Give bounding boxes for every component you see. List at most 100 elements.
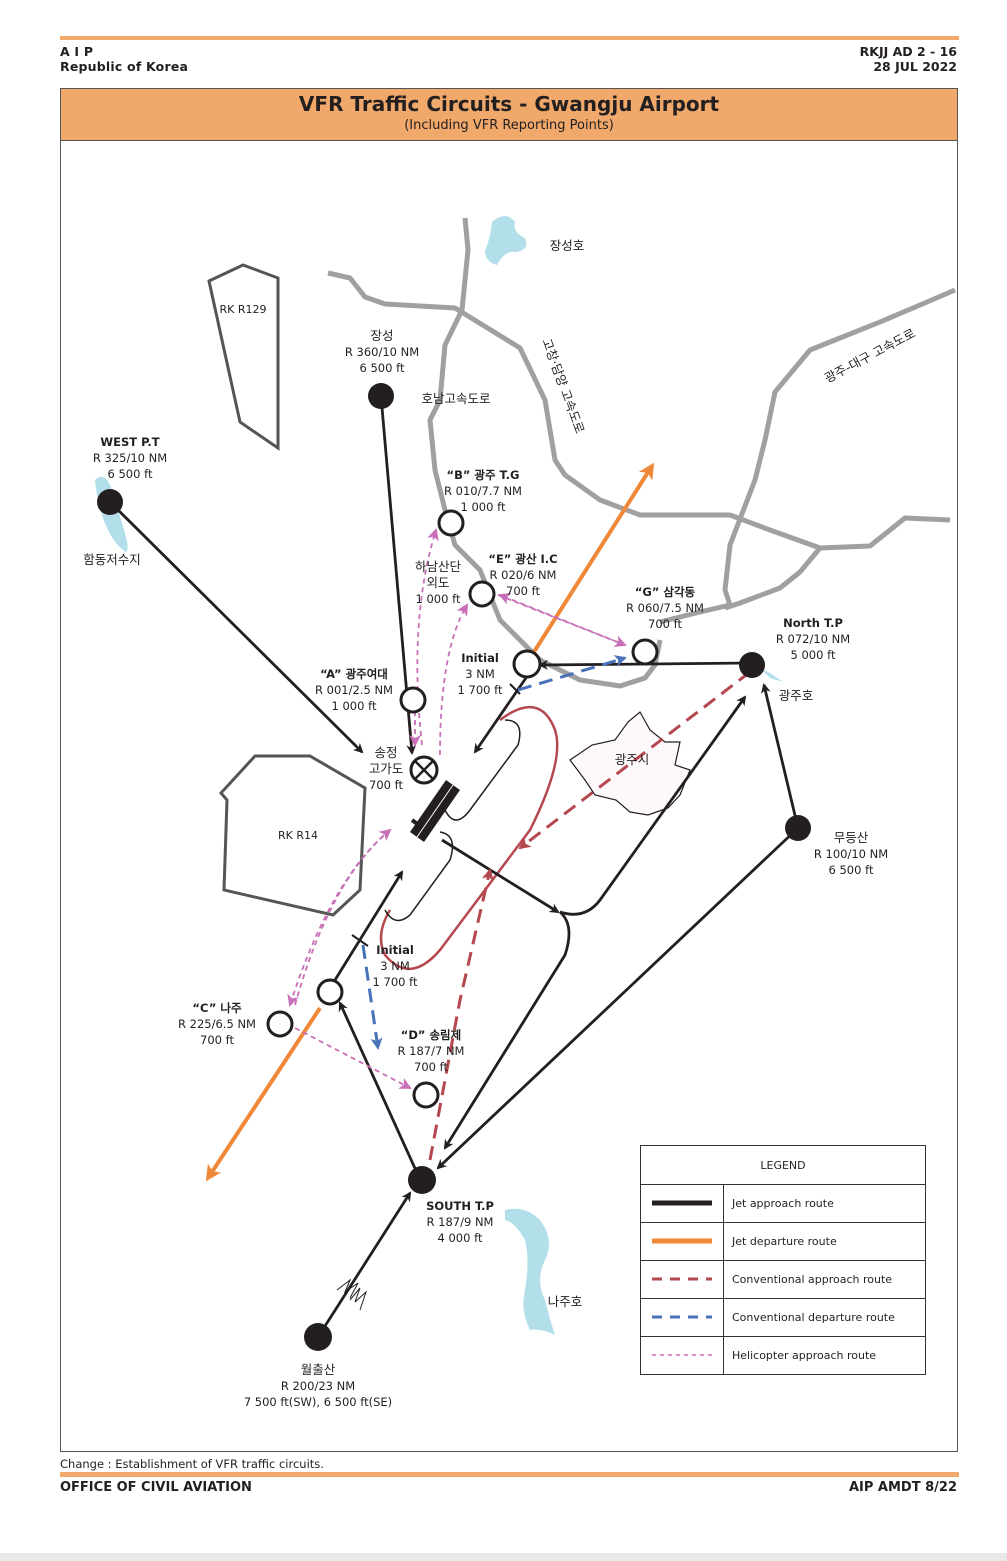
label-jangseong: 장성 R 360/10 NM 6 500 ft <box>344 328 420 375</box>
conv-approach-south <box>428 868 494 1161</box>
legend-item: Jet departure route <box>640 1222 926 1261</box>
heli-c-d <box>294 1027 412 1089</box>
point-north-tp[interactable] <box>739 652 765 678</box>
legend-label: Jet approach route <box>723 1184 926 1223</box>
label-hamdong-reservoir: 함동저수지 <box>83 552 141 567</box>
heli-b-songjeong <box>416 528 439 746</box>
header-left: A I P Republic of Korea <box>60 44 188 74</box>
jet-circuit-south <box>384 831 454 922</box>
jangseong-lake <box>485 216 527 265</box>
road-loop <box>724 546 822 611</box>
jet-departure-sw <box>205 1006 322 1182</box>
point-initial-north[interactable] <box>512 649 542 679</box>
road-west-east <box>327 270 951 551</box>
title-banner: VFR Traffic Circuits - Gwangju Airport (… <box>60 88 958 141</box>
label-point-a: “A” 광주여대 R 001/2.5 NM 1 000 ft <box>315 667 393 713</box>
legend-label: Helicopter approach route <box>723 1336 926 1375</box>
naju-lake <box>505 1208 555 1335</box>
legend-item: Conventional approach route <box>640 1260 926 1299</box>
conventional-circuit <box>379 705 559 971</box>
initial-tick-south <box>351 934 369 947</box>
restricted-area-r129 <box>207 263 280 451</box>
label-hanamsandan: 하남산단 외도 1 000 ft <box>414 559 462 606</box>
legend-swatch-conventional-approach <box>652 1277 712 1281</box>
point-c[interactable] <box>266 1010 294 1038</box>
label-point-c: “C” 나주 R 225/6.5 NM 700 ft <box>178 1001 256 1047</box>
initial-tick-north <box>509 683 521 695</box>
change-note: Change : Establishment of VFR traffic ci… <box>60 1457 324 1471</box>
label-jangseong-lake: 장성호 <box>549 238 585 253</box>
route-east-north <box>559 695 747 916</box>
point-songjeong[interactable] <box>409 755 439 785</box>
legend-swatch-jet-approach <box>652 1200 712 1206</box>
legend-swatch-conventional-departure <box>652 1315 712 1319</box>
runway <box>410 780 460 842</box>
route-initial-runway <box>473 674 530 754</box>
chart-title: VFR Traffic Circuits - Gwangju Airport <box>298 92 720 116</box>
footer-rule <box>60 1472 959 1477</box>
point-e[interactable] <box>468 580 496 608</box>
label-initial-north: Initial 3 NM 1 700 ft <box>457 651 503 697</box>
effective-date: 28 JUL 2022 <box>873 59 957 74</box>
jet-departure-ne <box>530 462 655 657</box>
label-north-tp: North T.P R 072/10 NM 5 000 ft <box>775 616 851 662</box>
heli-e-g <box>497 594 627 647</box>
legend-item: Helicopter approach route <box>640 1336 926 1375</box>
point-a[interactable] <box>399 686 427 714</box>
legend-item: Jet approach route <box>640 1184 926 1223</box>
legend-item: Conventional departure route <box>640 1298 926 1337</box>
point-b[interactable] <box>437 509 465 537</box>
label-point-b: “B” 광주 T.G R 010/7.7 NM 1 000 ft <box>444 468 522 514</box>
route-runway-east <box>441 838 560 914</box>
point-d[interactable] <box>412 1081 440 1109</box>
label-rk-r14: RK R14 <box>278 829 318 842</box>
label-rk-r129: RK R129 <box>219 303 267 316</box>
route-mudeung-north <box>760 683 800 829</box>
point-jangseong[interactable] <box>368 383 394 409</box>
jet-circuit-north <box>444 719 521 821</box>
gwangju-lake <box>760 668 783 682</box>
point-initial-south[interactable] <box>316 978 344 1006</box>
legend-title: LEGEND <box>640 1145 926 1185</box>
gwangju-city-outline <box>569 711 691 816</box>
page-reference: RKJJ AD 2 - 16 <box>859 44 957 59</box>
legend-swatch-helicopter-approach <box>652 1354 712 1356</box>
heli-runway-c <box>287 829 391 1007</box>
legend-swatch-jet-departure <box>652 1238 712 1244</box>
label-initial-south: Initial 3 NM 1 700 ft <box>372 943 418 989</box>
heli-e-songjeong <box>439 603 469 756</box>
label-west-pt: WEST P.T R 325/10 NM 6 500 ft <box>92 435 168 481</box>
lightning-icon <box>336 1278 368 1311</box>
label-point-g: “G” 삼각동 R 060/7.5 NM 700 ft <box>626 585 704 631</box>
legend: LEGEND Jet approach route Jet departure … <box>640 1145 926 1375</box>
heli-g-e <box>498 593 626 646</box>
point-west-pt[interactable] <box>97 489 123 515</box>
footer-office: OFFICE OF CIVIL AVIATION <box>60 1480 252 1495</box>
legend-label: Conventional approach route <box>723 1260 926 1299</box>
label-south-tp: SOUTH T.P R 187/9 NM 4 000 ft <box>426 1199 494 1245</box>
conv-departure-north <box>517 655 627 692</box>
point-wolchulsan[interactable] <box>304 1323 332 1351</box>
legend-label: Jet departure route <box>723 1222 926 1261</box>
route-mudeung-south <box>436 826 799 1170</box>
conv-departure-south <box>361 944 383 1050</box>
header-aip: A I P <box>60 44 94 59</box>
point-south-tp[interactable] <box>408 1166 436 1194</box>
route-south-c <box>338 1001 420 1176</box>
label-naju-lake: 나주호 <box>547 1294 583 1309</box>
header-country: Republic of Korea <box>60 59 189 74</box>
page-bottom-band <box>0 1553 1007 1561</box>
label-road-honam: 호남고속도로 <box>421 391 491 406</box>
header-rule <box>60 36 959 40</box>
header-right: RKJJ AD 2 - 16 28 JUL 2022 <box>860 44 957 74</box>
point-g[interactable] <box>631 638 659 666</box>
label-gwangju-city: 광주시 <box>614 752 650 767</box>
label-point-d: “D” 송림제 R 187/7 NM 700 ft <box>397 1028 465 1074</box>
route-c-runway <box>333 870 404 981</box>
legend-label: Conventional departure route <box>723 1298 926 1337</box>
label-songjeong: 송정 고가도 700 ft <box>368 745 404 792</box>
route-east-south <box>443 910 571 1150</box>
label-wolchulsan: 월출산 R 200/23 NM 7 500 ft(SW), 6 500 ft(S… <box>243 1362 393 1409</box>
point-mudeungsan[interactable] <box>785 815 811 841</box>
road-honam <box>427 217 663 689</box>
